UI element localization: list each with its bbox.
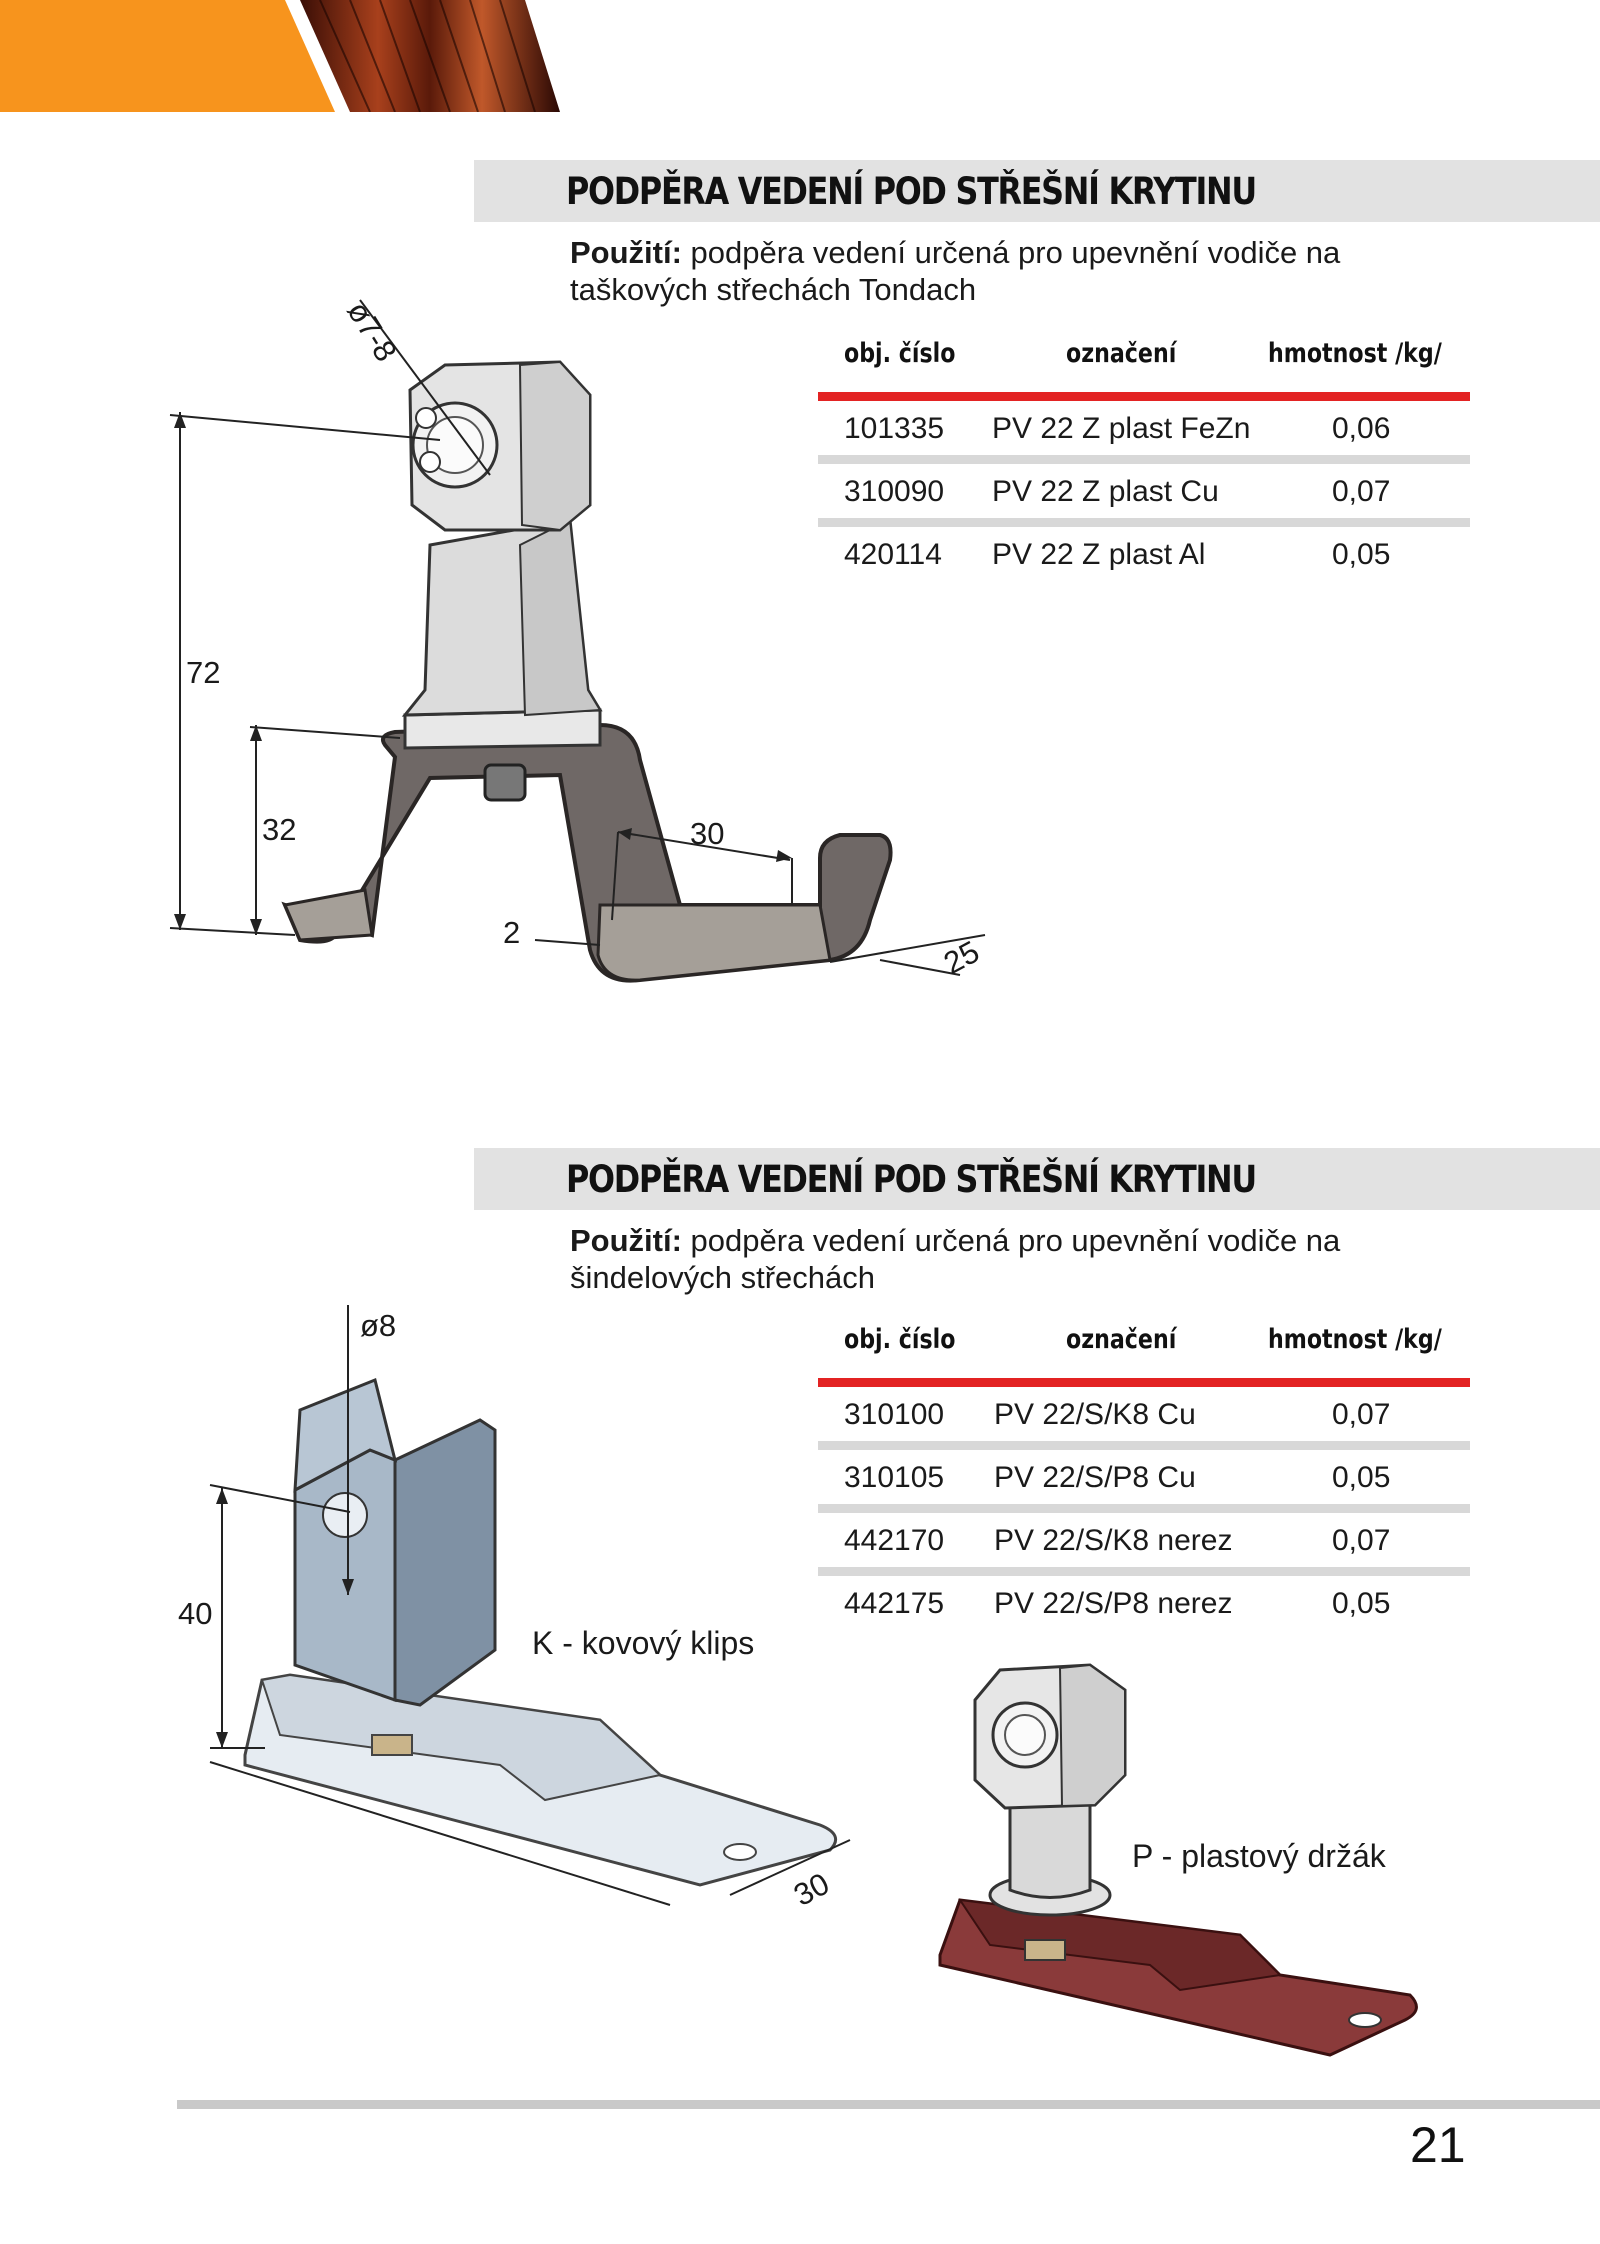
section1-usage-label: Použití: [570,235,682,270]
dimension-lines [169,299,986,976]
cell-code: 101335 [844,412,945,445]
section2-header: PODPĚRA VEDENÍ POD STŘEŠNÍ KRYTINU [474,1148,1600,1210]
cell-weight: 0,05 [1332,538,1391,571]
cell-name: PV 22 Z plast FeZn [992,412,1251,445]
cell-weight: 0,07 [1332,1524,1391,1557]
header-weight: hmotnost /kg/ [1268,338,1442,369]
table-row: 442175 PV 22/S/P8 nerez 0,05 [818,1576,1470,1630]
table-header: obj. číslo označení hmotnost /kg/ [818,330,1470,392]
table-row: 310105 PV 22/S/P8 Cu 0,05 [818,1450,1470,1504]
header-divider [818,392,1470,401]
section1-header: PODPĚRA VEDENÍ POD STŘEŠNÍ KRYTINU [474,160,1600,222]
cell-name: PV 22/S/K8 Cu [994,1398,1196,1431]
row-divider [818,455,1470,464]
footer-divider [177,2100,1600,2109]
cell-name: PV 22 Z plast Cu [992,475,1219,508]
cell-weight: 0,07 [1332,1398,1391,1431]
section1-title: PODPĚRA VEDENÍ POD STŘEŠNÍ KRYTINU [566,170,1257,213]
table-row: 310090 PV 22 Z plast Cu 0,07 [818,464,1470,518]
row-divider [818,1567,1470,1576]
k-dimension-lines [209,1305,851,1906]
section1-table: obj. číslo označení hmotnost /kg/ 101335… [818,330,1470,581]
section2-usage-text2: šindelových střechách [570,1260,875,1295]
cell-code: 310100 [844,1398,945,1431]
p-rivet [1024,1939,1066,1961]
caption-plastic-holder: P - plastový držák [1132,1838,1386,1874]
cell-name: PV 22/S/P8 nerez [994,1587,1233,1620]
section2-usage-label: Použití: [570,1223,682,1258]
k-clip-right [393,1418,497,1707]
section2-title: PODPĚRA VEDENÍ POD STŘEŠNÍ KRYTINU [566,1158,1257,1201]
cell-weight: 0,05 [1332,1461,1391,1494]
nut [483,763,527,802]
row-divider [818,1441,1470,1450]
table-header: obj. číslo označení hmotnost /kg/ [818,1316,1470,1378]
table-row: 442170 PV 22/S/K8 nerez 0,07 [818,1513,1470,1567]
section2-usage-text: podpěra vedení určená pro upevnění vodič… [681,1223,1341,1258]
k-rivet [371,1734,413,1756]
dim-height: 72 [186,655,221,690]
section1-usage: Použití: podpěra vedení určená pro upevn… [570,234,1450,308]
dim-k-diameter: ø8 [360,1308,397,1343]
orange-banner-shape [0,0,335,112]
bracket-foot [282,888,374,942]
header-weight: hmotnost /kg/ [1268,1324,1442,1355]
cell-weight: 0,05 [1332,1587,1391,1620]
k-conductor-hole [322,1492,368,1538]
conductor-hole-inner [426,416,484,474]
header-name: označení [1066,338,1177,369]
cell-name: PV 22/S/P8 Cu [994,1461,1196,1494]
header-code: obj. číslo [844,1324,956,1355]
caption-metal-clip: K - kovový klips [532,1625,755,1661]
k-mount-hole [723,1843,757,1861]
top-banner [0,0,560,112]
table-row: 101335 PV 22 Z plast FeZn 0,06 [818,401,1470,455]
header-divider [818,1378,1470,1387]
cell-code: 310105 [844,1461,945,1494]
holder-head-side [518,360,591,532]
cell-weight: 0,06 [1332,412,1391,445]
k-clip-jaw [293,1377,398,1493]
p-neck [1008,1798,1092,1899]
header-name: označení [1066,1324,1177,1355]
dim-thickness: 2 [503,915,521,950]
cell-code: 420114 [844,538,942,571]
cell-name: PV 22 Z plast Al [992,538,1206,571]
row-divider [818,518,1470,527]
page-number: 21 [1410,2117,1466,2173]
section2-usage: Použití: podpěra vedení určená pro upevn… [570,1222,1450,1296]
table-row: 310100 PV 22/S/K8 Cu 0,07 [818,1387,1470,1441]
cell-code: 442170 [844,1524,945,1557]
cell-code: 442175 [844,1587,945,1620]
section1-usage-text: podpěra vedení určená pro upevnění vodič… [681,235,1341,270]
p-mount-hole [1348,2012,1382,2028]
k-clip-left [293,1448,397,1703]
section2-table: obj. číslo označení hmotnost /kg/ 310100… [818,1316,1470,1630]
section1-usage-text2: taškových střechách Tondach [570,272,977,307]
dim-k-height: 40 [178,1596,213,1631]
bracket-base [596,903,832,982]
p-head-side [1058,1663,1126,1808]
row-divider [818,1504,1470,1513]
dim-foot-height: 32 [262,812,297,847]
cell-weight: 0,07 [1332,475,1391,508]
table-row: 420114 PV 22 Z plast Al 0,05 [818,527,1470,581]
cell-code: 310090 [844,475,945,508]
header-code: obj. číslo [844,338,956,369]
cell-name: PV 22/S/K8 nerez [994,1524,1233,1557]
dim-width: 30 [690,816,725,851]
